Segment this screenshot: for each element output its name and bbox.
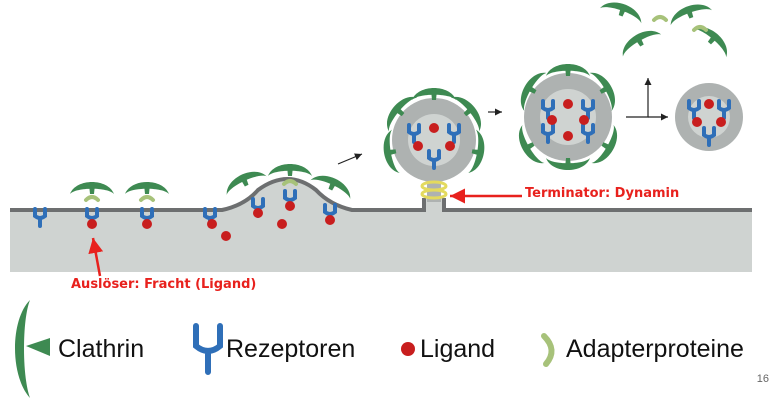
legend-label-ligand: Ligand [420, 335, 496, 363]
legend-label-adapter: Adapterproteine [566, 335, 744, 363]
stage-budding-vesicle [379, 88, 489, 202]
released-clathrin [599, 0, 734, 58]
annotation-arrows [88, 188, 522, 277]
stage-ligand-binding [70, 182, 169, 229]
legend-clathrin-icon [15, 300, 50, 398]
stage-uncoated-vesicle [675, 83, 743, 151]
stage-coated-pit [203, 164, 356, 241]
legend-label-receptor: Rezeptoren [226, 335, 356, 363]
legend-adapter-icon [541, 333, 555, 367]
stage-coated-vesicle [512, 64, 624, 170]
legend-ligand-icon [401, 342, 415, 356]
terminator-annotation: Terminator: Dynamin [525, 186, 680, 201]
slide-number: 16 [756, 373, 769, 385]
trigger-annotation: Auslöser: Fracht (Ligand) [71, 277, 257, 292]
legend-receptor-icon [193, 323, 223, 375]
dynamin-ring [420, 180, 448, 200]
legend-label-clathrin: Clathrin [58, 335, 145, 363]
process-arrows [337, 78, 668, 165]
